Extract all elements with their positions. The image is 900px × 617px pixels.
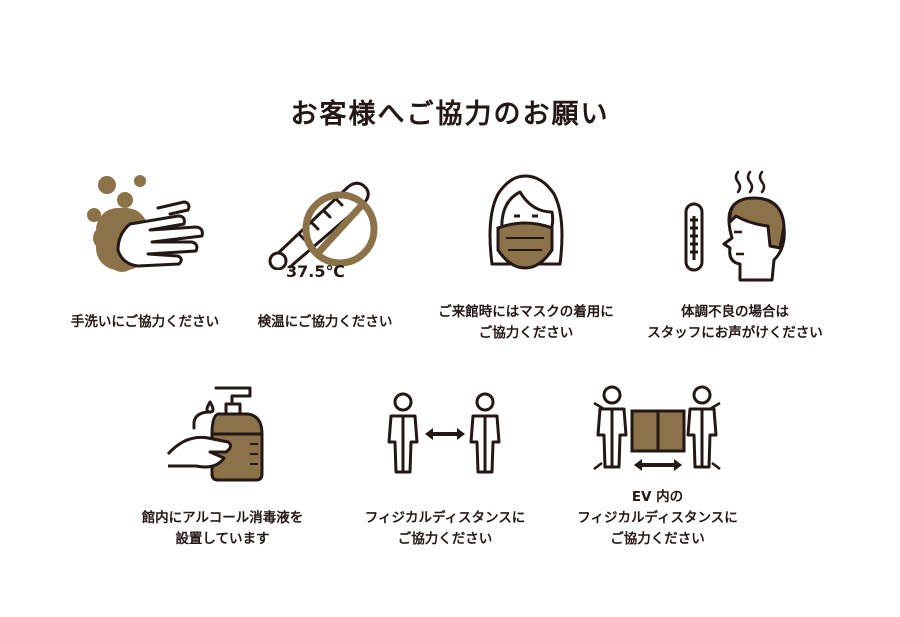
feverish-person-icon (684, 170, 786, 282)
temperature-label: 37.5℃ (286, 262, 345, 281)
caption-mask: ご来館時にはマスクの着用に ご協力ください (438, 304, 614, 341)
sanitizer-icon (166, 386, 264, 482)
hand-wash-icon (87, 175, 204, 272)
social-distance-icon (387, 392, 501, 474)
mask-face-icon (488, 174, 564, 270)
page-title: お客様へご協力のお願い (290, 99, 610, 130)
caption-hand-wash: 手洗いにご協力ください (70, 314, 220, 330)
caption-unwell: 体調不良の場合は スタッフにお声がけください (647, 304, 823, 341)
elevator-distance-icon (593, 385, 721, 471)
caption-elevator-distance: EV 内の フィジカルディスタンスに ご協力ください (577, 489, 738, 547)
caption-physical-distance: フィジカルディスタンスに ご協力ください (364, 510, 526, 547)
caption-sanitizer: 館内にアルコール消毒液を 設置しています (141, 510, 304, 547)
caption-temperature: 検温にご協力ください (257, 314, 393, 330)
thermometer-icon (268, 181, 378, 270)
